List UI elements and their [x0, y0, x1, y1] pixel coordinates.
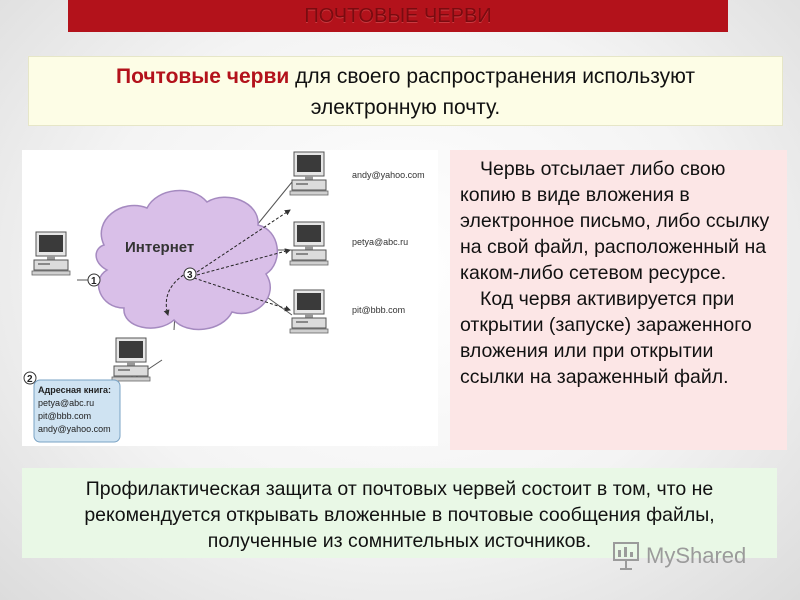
email-andy: andy@yahoo.com [352, 170, 425, 180]
address-book: Адресная книга: petya@abc.ru pit@bbb.com… [33, 379, 121, 443]
step-marker-1: 1 [87, 273, 101, 287]
title-bar: ПОЧТОВЫЕ ЧЕРВИ [68, 0, 728, 32]
cloud-label: Интернет [125, 239, 194, 256]
description-paragraph-2: Код червя активируется при открытии (зап… [460, 288, 752, 388]
address-book-entry: petya@abc.ru [38, 398, 94, 408]
network-diagram-svg: Интернет 1 2 3 andy@yahoo.com petya@ [23, 151, 425, 443]
description-box: Червь отсылает либо свою копию в виде вл… [450, 150, 787, 450]
intro-line-1: Почтовые черви для своего распространени… [29, 61, 782, 92]
step-3-label: 3 [187, 270, 193, 281]
slide-title: ПОЧТОВЫЕ ЧЕРВИ [304, 4, 492, 27]
step-marker-2: 2 [23, 371, 37, 385]
computer-pit [289, 289, 329, 334]
protection-text: Профилактическая защита от почтовых черв… [84, 478, 715, 552]
network-diagram: Интернет 1 2 3 andy@yahoo.com petya@ [22, 150, 438, 446]
description-paragraph-1: Червь отсылает либо свою копию в виде вл… [460, 158, 770, 284]
address-book-title: Адресная книга: [38, 385, 111, 395]
intro-line-2: электронную почту. [310, 96, 501, 119]
computer-sender [111, 337, 151, 382]
watermark: MyShared [612, 538, 772, 574]
intro-line-1-text: для своего распространения используют [289, 65, 696, 88]
address-book-entry: pit@bbb.com [38, 411, 91, 421]
email-petya: petya@abc.ru [352, 237, 408, 247]
intro-box: Почтовые черви для своего распространени… [28, 56, 783, 126]
watermark-text: MyShared [646, 543, 747, 568]
intro-highlight: Почтовые черви [115, 65, 290, 88]
computer-andy [289, 151, 329, 196]
step-2-label: 2 [27, 374, 33, 385]
protection-box: Профилактическая защита от почтовых черв… [22, 468, 777, 558]
step-marker-3: 3 [183, 267, 197, 281]
email-pit: pit@bbb.com [352, 305, 405, 315]
presentation-icon [613, 542, 639, 570]
step-1-label: 1 [91, 276, 97, 287]
address-book-entry: andy@yahoo.com [38, 424, 111, 434]
internet-cloud [95, 189, 279, 331]
computer-left [31, 231, 71, 276]
computer-petya [289, 221, 329, 266]
